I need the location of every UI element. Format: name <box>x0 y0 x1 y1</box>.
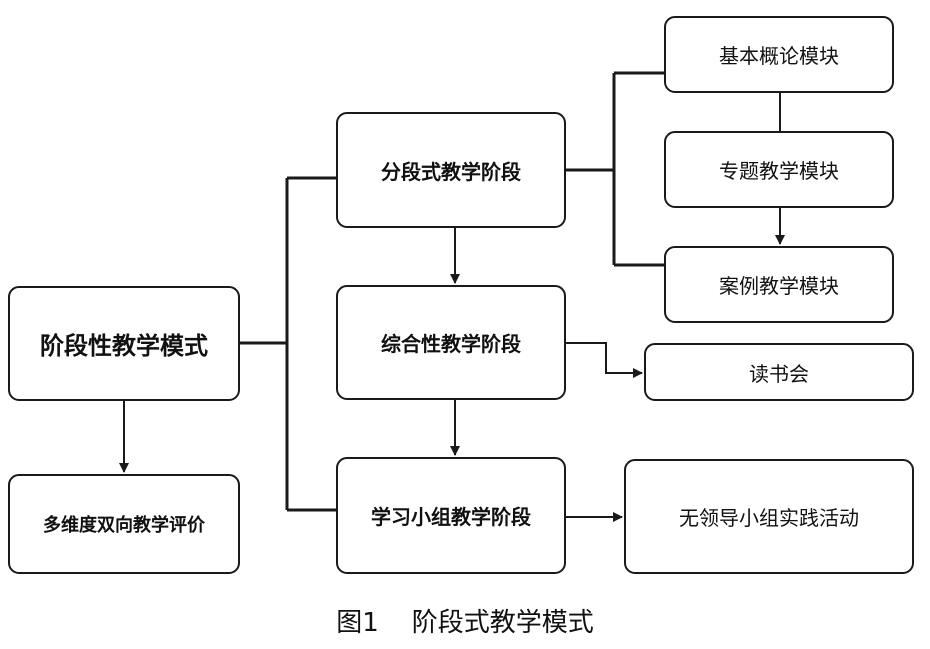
module-case-label: 案例教学模块 <box>719 274 839 298</box>
stage3-node: 学习小组教学阶段 <box>336 457 566 574</box>
evaluation-node: 多维度双向教学评价 <box>8 474 240 574</box>
stage3-node-label: 学习小组教学阶段 <box>371 505 531 529</box>
module-topic-label: 专题教学模块 <box>719 159 839 183</box>
figure-caption-label: 图1 <box>336 608 379 638</box>
leaderless-group-node: 无领导小组实践活动 <box>624 459 914 574</box>
evaluation-node-label: 多维度双向教学评价 <box>43 515 205 536</box>
module-basic-node: 基本概论模块 <box>664 16 894 93</box>
figure-caption: 图1 阶段式教学模式 <box>0 602 930 639</box>
module-basic-label: 基本概论模块 <box>719 44 839 68</box>
module-case-node: 案例教学模块 <box>664 246 894 323</box>
bracket-stage1-to-modules <box>566 71 664 267</box>
stage2-node-label: 综合性教学阶段 <box>381 332 521 356</box>
bracket-root-to-stages <box>240 176 336 512</box>
reading-club-label: 读书会 <box>749 361 809 386</box>
module-topic-node: 专题教学模块 <box>664 131 894 208</box>
root-node: 阶段性教学模式 <box>8 286 240 401</box>
stage1-node-label: 分段式教学阶段 <box>381 159 521 184</box>
root-node-label: 阶段性教学模式 <box>40 332 208 360</box>
figure-caption-title: 阶段式教学模式 <box>411 608 594 638</box>
stage2-node: 综合性教学阶段 <box>336 285 566 400</box>
reading-club-node: 读书会 <box>644 343 914 401</box>
arrow-stage2-to-reading-club <box>566 342 643 378</box>
stage1-node: 分段式教学阶段 <box>336 112 566 228</box>
leaderless-group-label: 无领导小组实践活动 <box>679 506 859 530</box>
